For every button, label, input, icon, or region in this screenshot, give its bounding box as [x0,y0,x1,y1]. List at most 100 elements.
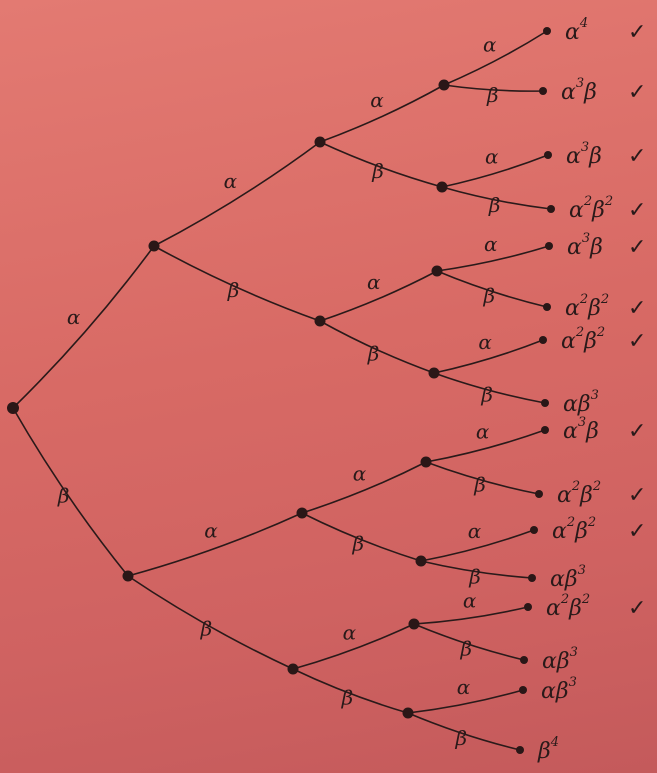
edge-label-leaf-2: β [486,83,499,107]
edge-label-b: β [57,484,70,508]
edge-abb-leaf-7 [433,339,544,374]
edge-bab-leaf-11 [420,529,535,562]
edge-ba-baa [301,461,427,514]
edge-label-leaf-11: α [468,519,482,543]
edge-label-leaf-12: β [468,564,481,588]
edge-label-leaf-6: β [483,284,496,308]
leaf-node-6 [543,303,551,311]
leaf-node-8 [541,399,549,407]
node-aaa [438,79,450,91]
edge-b-bb [127,575,294,670]
edge-label-aaa: α [370,88,384,112]
check-mark-icon-10: ✓ [628,483,646,508]
edge-aab-leaf-3 [441,154,549,188]
leaf-node-10 [535,490,543,498]
edge-label-bba: α [343,620,357,644]
outcome-label-3: α3β [566,140,602,169]
edge-label-abb: β [367,341,380,365]
edge-bbb-leaf-15 [407,689,524,714]
outcome-label-12: αβ3 [550,563,586,592]
check-mark-icon-6: ✓ [628,296,646,321]
edge-label-leaf-3: α [485,145,499,169]
tree-nodes [7,27,555,754]
leaf-node-13 [524,603,532,611]
edge-label-leaf-14: β [460,637,473,661]
edge-ba-bab [301,512,422,562]
edge-aa-aab [319,141,443,188]
outcome-label-16: β4 [537,735,559,764]
leaf-node-16 [516,746,524,754]
edge-bb-bba [292,623,415,670]
edge-root-b [12,407,129,577]
edge-label-bbb: β [341,686,354,710]
edge-label-ba: α [204,518,218,542]
outcome-label-14: αβ3 [542,645,578,674]
edge-b-ba [127,512,303,577]
leaf-node-14 [520,656,528,664]
edge-label-leaf-1: α [483,33,497,57]
edge-label-ab: β [227,278,240,302]
node-aa [314,136,326,148]
edge-label-leaf-5: α [484,232,498,256]
edge-label-aba: α [367,270,381,294]
outcome-label-15: αβ3 [541,675,577,704]
edge-aab-leaf-4 [441,186,552,210]
check-mark-icon-2: ✓ [628,80,646,105]
node-baa [420,456,432,468]
edge-a-ab [153,245,321,322]
node-b [122,570,134,582]
edge-ab-abb [319,320,435,374]
leaf-node-2 [539,87,547,95]
edge-bba-leaf-14 [413,623,525,661]
edge-bb-bbb [292,668,409,714]
outcome-label-5: α3β [567,231,603,260]
check-mark-icon-9: ✓ [628,419,646,444]
root-node [7,402,19,414]
edge-aba-leaf-5 [436,245,550,272]
outcome-label-9: α3β [563,415,599,444]
leaf-node-3 [544,151,552,159]
edge-baa-leaf-9 [425,429,546,463]
check-mark-icon-3: ✓ [628,144,646,169]
edge-aba-leaf-6 [436,270,548,308]
edge-label-leaf-8: β [480,383,493,407]
node-ab [314,315,326,327]
edge-bab-leaf-12 [420,560,533,579]
edge-label-leaf-4: β [488,193,501,217]
edge-abb-leaf-8 [433,372,546,404]
edge-root-a [12,245,155,409]
node-bba [408,618,420,630]
leaf-node-4 [547,205,555,213]
outcome-label-7: α2β2 [561,325,605,354]
edge-label-bab: β [352,531,365,555]
edge-baa-leaf-10 [425,461,540,495]
outcome-label-13: α2β2 [546,592,590,621]
outcome-label-6: α2β2 [565,292,609,321]
node-aba [431,265,443,277]
leaf-node-12 [528,574,536,582]
leaf-node-1 [543,27,551,35]
check-mark-icon-13: ✓ [628,596,646,621]
edge-bba-leaf-13 [413,606,529,625]
tree-edges [12,30,552,751]
leaf-node-7 [539,336,547,344]
node-bab [415,555,427,567]
leaf-node-15 [519,686,527,694]
leaf-node-5 [545,242,553,250]
outcome-label-10: α2β2 [557,479,601,508]
check-mark-icon-4: ✓ [628,198,646,223]
edge-label-leaf-13: α [463,589,477,613]
edge-label-leaf-9: α [476,420,490,444]
edge-label-aa: α [224,169,238,193]
node-aab [436,181,448,193]
edge-label-leaf-10: β [473,473,486,497]
check-mark-icon-5: ✓ [628,235,646,260]
node-bbb [402,707,414,719]
edge-label-bb: β [200,617,213,641]
edge-bbb-leaf-16 [407,712,521,751]
edge-label-leaf-15: α [457,675,471,699]
node-ba [296,507,308,519]
node-abb [428,367,440,379]
check-mark-icon-7: ✓ [628,329,646,354]
edge-label-leaf-16: β [455,726,468,750]
